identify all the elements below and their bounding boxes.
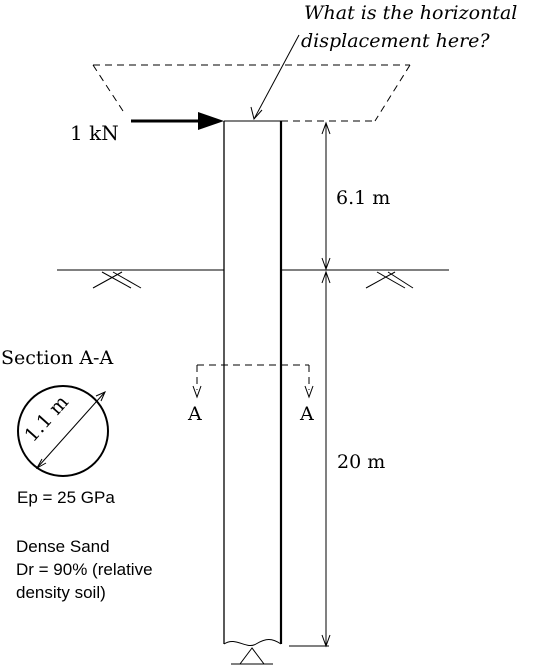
soil-type-label: Dense Sand [16,537,110,556]
pile [223,120,283,646]
section-title: Section A-A [1,347,113,369]
load-label: 1 kN [70,121,119,145]
section-marker-left: A [187,403,202,425]
dimension-upper-label: 6.1 m [336,187,390,209]
deformed-shape-outline [92,64,411,122]
question-line-2: displacement here? [301,30,490,52]
pile-toe-support [231,647,273,665]
dimension-upper [321,121,331,271]
dimension-lower [289,270,331,648]
question-line-1: What is the horizontal [304,2,517,24]
section-circle [17,385,109,477]
dimension-lower-label: 20 m [337,451,385,473]
relative-density-label: Dr = 90% (relative [16,560,153,579]
modulus-label: Ep = 25 GPa [17,488,115,507]
soil-hatch-left-icon [92,271,142,289]
section-diameter-label: 1.1 m [20,391,73,446]
soil-hatch-right-icon [365,271,414,289]
question-leader-arrow [250,34,300,121]
load-arrow [131,112,224,130]
relative-density-note: density soil) [16,583,106,602]
section-cut-line [192,364,314,399]
section-marker-right: A [299,403,314,425]
